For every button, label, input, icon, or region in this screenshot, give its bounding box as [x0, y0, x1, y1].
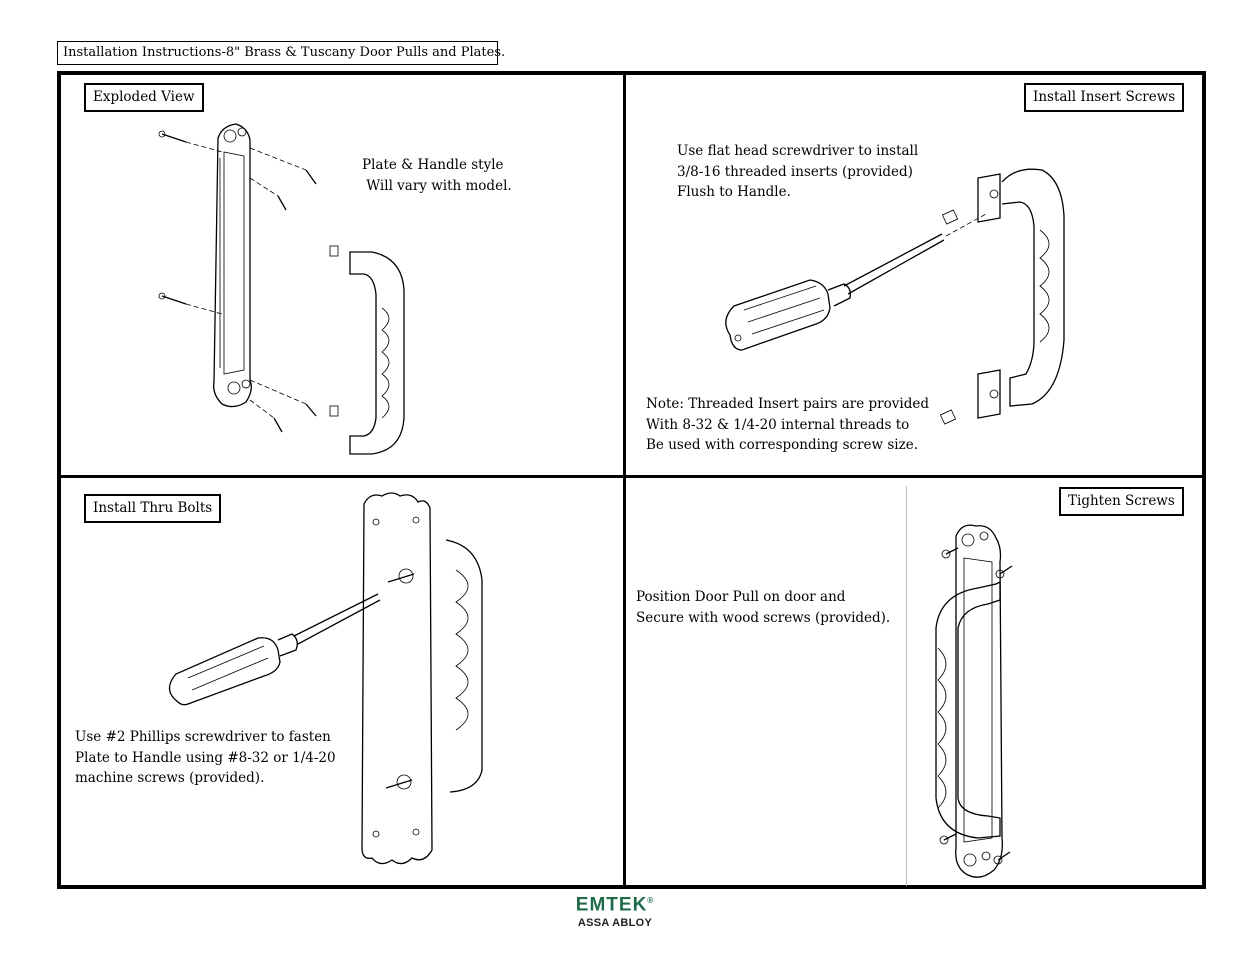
- logo-brand: EMTEK®: [560, 890, 670, 916]
- thru-bolts-line-1: Use #2 Phillips screwdriver to fasten: [75, 729, 331, 745]
- exploded-caption-line-2: Will vary with model.: [362, 177, 512, 194]
- logo-registered-mark: ®: [647, 896, 655, 905]
- exploded-caption-line-1: Plate & Handle style: [362, 157, 504, 173]
- screwdriver-flat-icon: [725, 213, 987, 351]
- install-thru-bolts-label: Install Thru Bolts: [84, 494, 222, 523]
- insert-note: Note: Threaded Insert pairs are provided…: [646, 394, 929, 456]
- grid-divider-horizontal: [57, 475, 1206, 478]
- thru-bolts-line-3: machine screws (provided).: [75, 770, 265, 786]
- tighten-line-2: Secure with wood screws (provided).: [636, 609, 891, 626]
- plate-icon: [213, 123, 252, 408]
- insert-instruction: Use flat head screwdriver to install 3/8…: [677, 141, 918, 203]
- logo-brand-text: EMTEK: [575, 894, 648, 916]
- door-pull-icon: [977, 168, 1065, 419]
- document-title: Installation Instructions-8" Brass & Tus…: [57, 41, 505, 65]
- tighten-line-1: Position Door Pull on door and: [636, 589, 846, 605]
- exploded-view-caption: Plate & Handle style Will vary with mode…: [362, 155, 512, 196]
- door-pull-icon: [935, 580, 1001, 839]
- thru-bolts-instruction: Use #2 Phillips screwdriver to fasten Pl…: [75, 727, 336, 789]
- exploded-view-drawing: [158, 123, 405, 455]
- thru-bolts-drawing: [168, 492, 483, 865]
- insert-screws-drawing: [725, 168, 1065, 425]
- insert-note-line-3: Be used with corresponding screw size.: [646, 437, 919, 453]
- emtek-logo: EMTEK® ASSA ABLOY: [560, 890, 670, 930]
- insert-instruction-line-2: 3/8-16 threaded inserts (provided): [677, 163, 913, 180]
- thru-bolts-line-2: Plate to Handle using #8-32 or 1/4-20: [75, 749, 336, 766]
- plate-icon: [361, 492, 433, 865]
- install-insert-screws-label: Install Insert Screws: [1024, 83, 1185, 112]
- screw-icon: [939, 547, 1013, 865]
- insert-instruction-line-1: Use flat head screwdriver to install: [677, 143, 919, 159]
- screwdriver-phillips-icon: [168, 593, 381, 706]
- door-edge-line: [906, 486, 907, 886]
- insert-note-line-1: Note: Threaded Insert pairs are provided: [646, 396, 929, 412]
- plate-icon: [955, 524, 1003, 878]
- insert-note-line-2: With 8-32 & 1/4-20 internal threads to: [646, 416, 910, 433]
- door-pull-icon: [329, 245, 405, 455]
- grid-divider-vertical: [623, 71, 626, 889]
- tighten-instruction: Position Door Pull on door and Secure wi…: [636, 587, 890, 628]
- screw-icon: [158, 130, 223, 315]
- tighten-screws-drawing: [935, 524, 1013, 878]
- insert-instruction-line-3: Flush to Handle.: [677, 184, 791, 200]
- logo-parent: ASSA ABLOY: [577, 917, 653, 930]
- instruction-grid: [57, 71, 1206, 889]
- tighten-screws-label: Tighten Screws: [1059, 487, 1184, 516]
- exploded-view-label: Exploded View: [84, 83, 204, 112]
